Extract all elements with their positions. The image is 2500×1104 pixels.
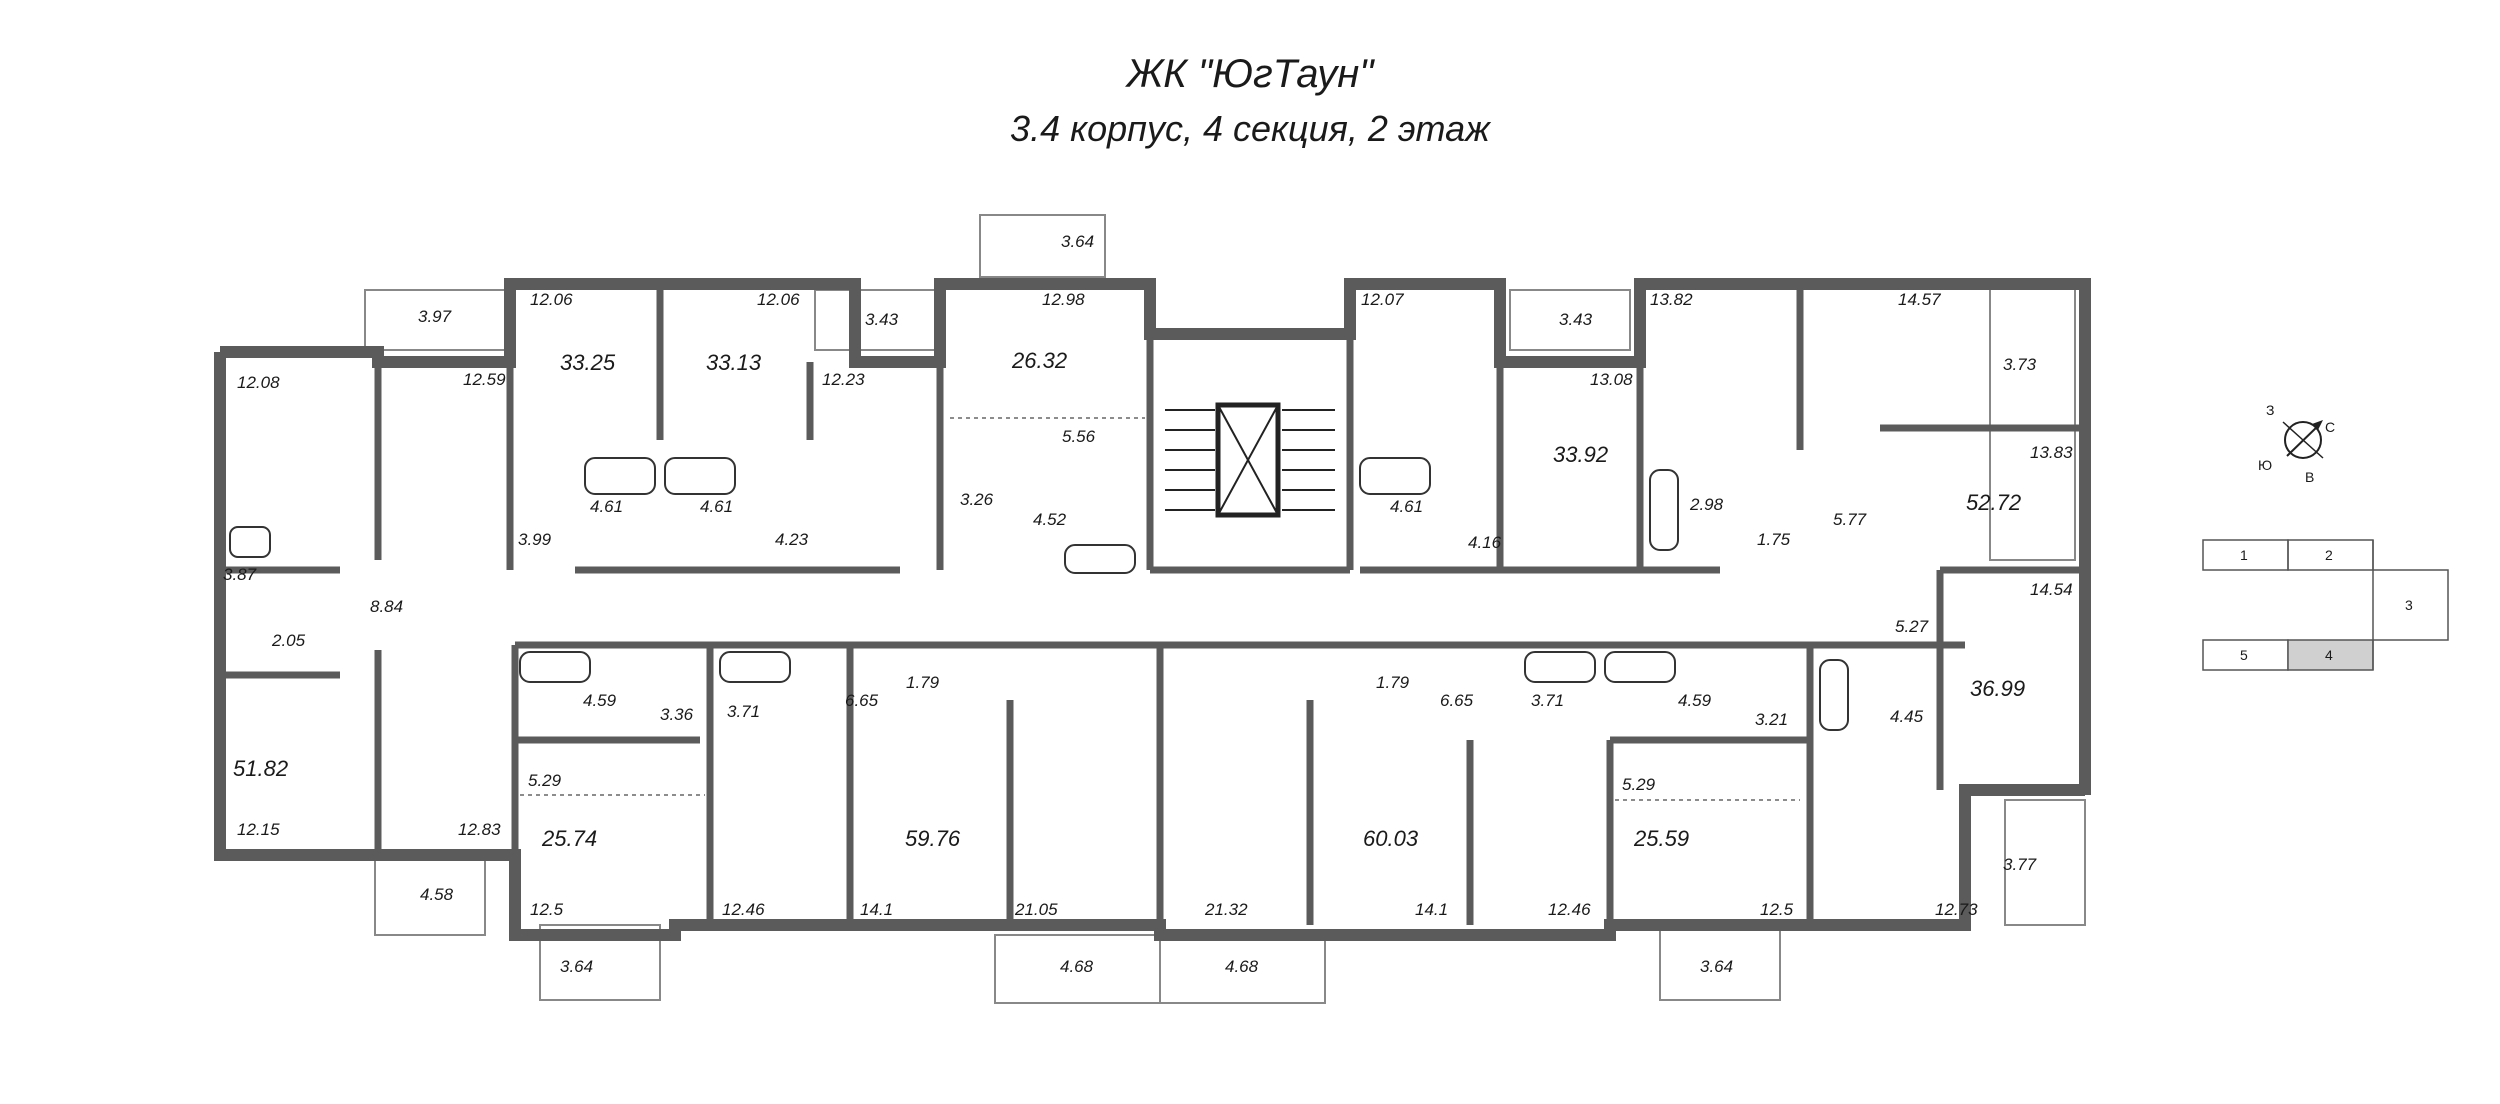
room-area: 3.43 (1559, 310, 1593, 329)
apartment-area: 33.13 (706, 350, 762, 375)
room-area: 4.23 (775, 530, 809, 549)
complex-title: ЖК "ЮгТаун" (1126, 52, 1374, 96)
key-plan-label: 3 (2405, 597, 2413, 613)
key-plan-label: 2 (2325, 547, 2333, 563)
room-area: 14.54 (2030, 580, 2073, 599)
room-area: 8.84 (370, 597, 403, 616)
room-area: 13.08 (1590, 370, 1633, 389)
key-plan-label: 4 (2325, 647, 2333, 663)
room-area: 4.16 (1468, 533, 1502, 552)
room-area: 14.57 (1898, 290, 1941, 309)
compass-icon (2284, 421, 2322, 459)
room-area: 3.43 (865, 310, 899, 329)
room-area: 21.05 (1014, 900, 1058, 919)
room-area: 4.45 (1890, 707, 1924, 726)
balconies (364, 214, 2086, 1004)
room-area: 12.98 (1042, 290, 1085, 309)
room-labels: 3.64 3.97 12.06 12.06 3.43 12.98 12.07 3… (223, 232, 2073, 976)
room-area: 3.64 (1700, 957, 1733, 976)
room-area: 3.64 (560, 957, 593, 976)
room-area: 3.77 (2003, 855, 2037, 874)
room-area: 12.15 (237, 820, 280, 839)
room-area: 12.06 (530, 290, 573, 309)
apartment-area: 26.32 (1011, 348, 1067, 373)
room-area: 3.36 (660, 705, 694, 724)
room-area: 4.61 (700, 497, 733, 516)
room-area: 6.65 (845, 691, 879, 710)
room-area: 2.98 (1689, 495, 1724, 514)
room-area: 12.73 (1935, 900, 1978, 919)
room-area: 12.23 (822, 370, 865, 389)
room-area: 6.65 (1440, 691, 1474, 710)
room-area: 3.71 (727, 702, 760, 721)
room-area: 3.97 (418, 307, 452, 326)
room-area: 5.56 (1062, 427, 1096, 446)
room-area: 12.83 (458, 820, 501, 839)
apartment-area: 60.03 (1363, 826, 1419, 851)
room-area: 4.58 (420, 885, 454, 904)
room-area: 14.1 (1415, 900, 1448, 919)
bathtubs (229, 457, 1849, 731)
key-plan-label: 1 (2240, 547, 2248, 563)
compass: З С В Ю (2258, 402, 2335, 485)
room-area: 3.26 (960, 490, 994, 509)
apartment-area: 33.92 (1553, 442, 1608, 467)
room-area: 12.07 (1361, 290, 1404, 309)
room-area: 1.79 (1376, 673, 1410, 692)
room-area: 3.21 (1755, 710, 1788, 729)
room-area: 2.05 (271, 631, 306, 650)
room-area: 12.46 (722, 900, 765, 919)
zone-dividers (520, 417, 1800, 801)
apartment-area: 51.82 (233, 756, 288, 781)
room-area: 3.64 (1061, 232, 1094, 251)
key-plan: 1 2 3 5 4 (2202, 539, 2449, 671)
room-area: 4.59 (1678, 691, 1712, 710)
room-area: 5.27 (1895, 617, 1929, 636)
apartment-totals: 33.25 33.13 26.32 33.92 52.72 36.99 51.8… (233, 348, 2025, 851)
room-area: 4.68 (1060, 957, 1094, 976)
room-area: 12.5 (1760, 900, 1794, 919)
apartment-area: 25.59 (1633, 826, 1689, 851)
room-area: 21.32 (1204, 900, 1248, 919)
key-plan-section-4 (2287, 639, 2374, 671)
room-area: 3.73 (2003, 355, 2037, 374)
apartment-area: 33.25 (560, 350, 616, 375)
apartment-area: 52.72 (1966, 490, 2021, 515)
compass-west: З (2266, 402, 2274, 418)
compass-north: Ю (2258, 457, 2272, 473)
apartment-area: 25.74 (541, 826, 597, 851)
stair-core (1165, 402, 1335, 518)
room-area: 13.82 (1650, 290, 1693, 309)
key-plan-section-3 (2372, 569, 2449, 641)
room-area: 3.87 (223, 565, 257, 584)
room-area: 4.61 (1390, 497, 1423, 516)
room-area: 5.29 (1622, 775, 1656, 794)
room-area: 14.1 (860, 900, 893, 919)
room-area: 4.52 (1033, 510, 1067, 529)
floor-subtitle: 3.4 корпус, 4 секция, 2 этаж (1010, 108, 1490, 149)
room-area: 1.75 (1757, 530, 1791, 549)
room-area: 12.5 (530, 900, 564, 919)
room-area: 12.08 (237, 373, 280, 392)
apartment-area: 59.76 (905, 826, 961, 851)
room-area: 13.83 (2030, 443, 2073, 462)
room-area: 4.68 (1225, 957, 1259, 976)
interior-walls (220, 284, 2085, 935)
room-area: 12.59 (463, 370, 506, 389)
key-plan-label: 5 (2240, 647, 2248, 663)
room-area: 1.79 (906, 673, 940, 692)
room-area: 12.46 (1548, 900, 1591, 919)
compass-south: В (2305, 469, 2314, 485)
room-area: 4.61 (590, 497, 623, 516)
room-area: 3.99 (518, 530, 552, 549)
apartment-area: 36.99 (1970, 676, 2025, 701)
exterior-walls (214, 278, 2091, 941)
room-area: 5.77 (1833, 510, 1867, 529)
compass-east: С (2325, 419, 2335, 435)
room-area: 4.59 (583, 691, 617, 710)
room-area: 3.71 (1531, 691, 1564, 710)
room-area: 12.06 (757, 290, 800, 309)
room-area: 5.29 (528, 771, 562, 790)
